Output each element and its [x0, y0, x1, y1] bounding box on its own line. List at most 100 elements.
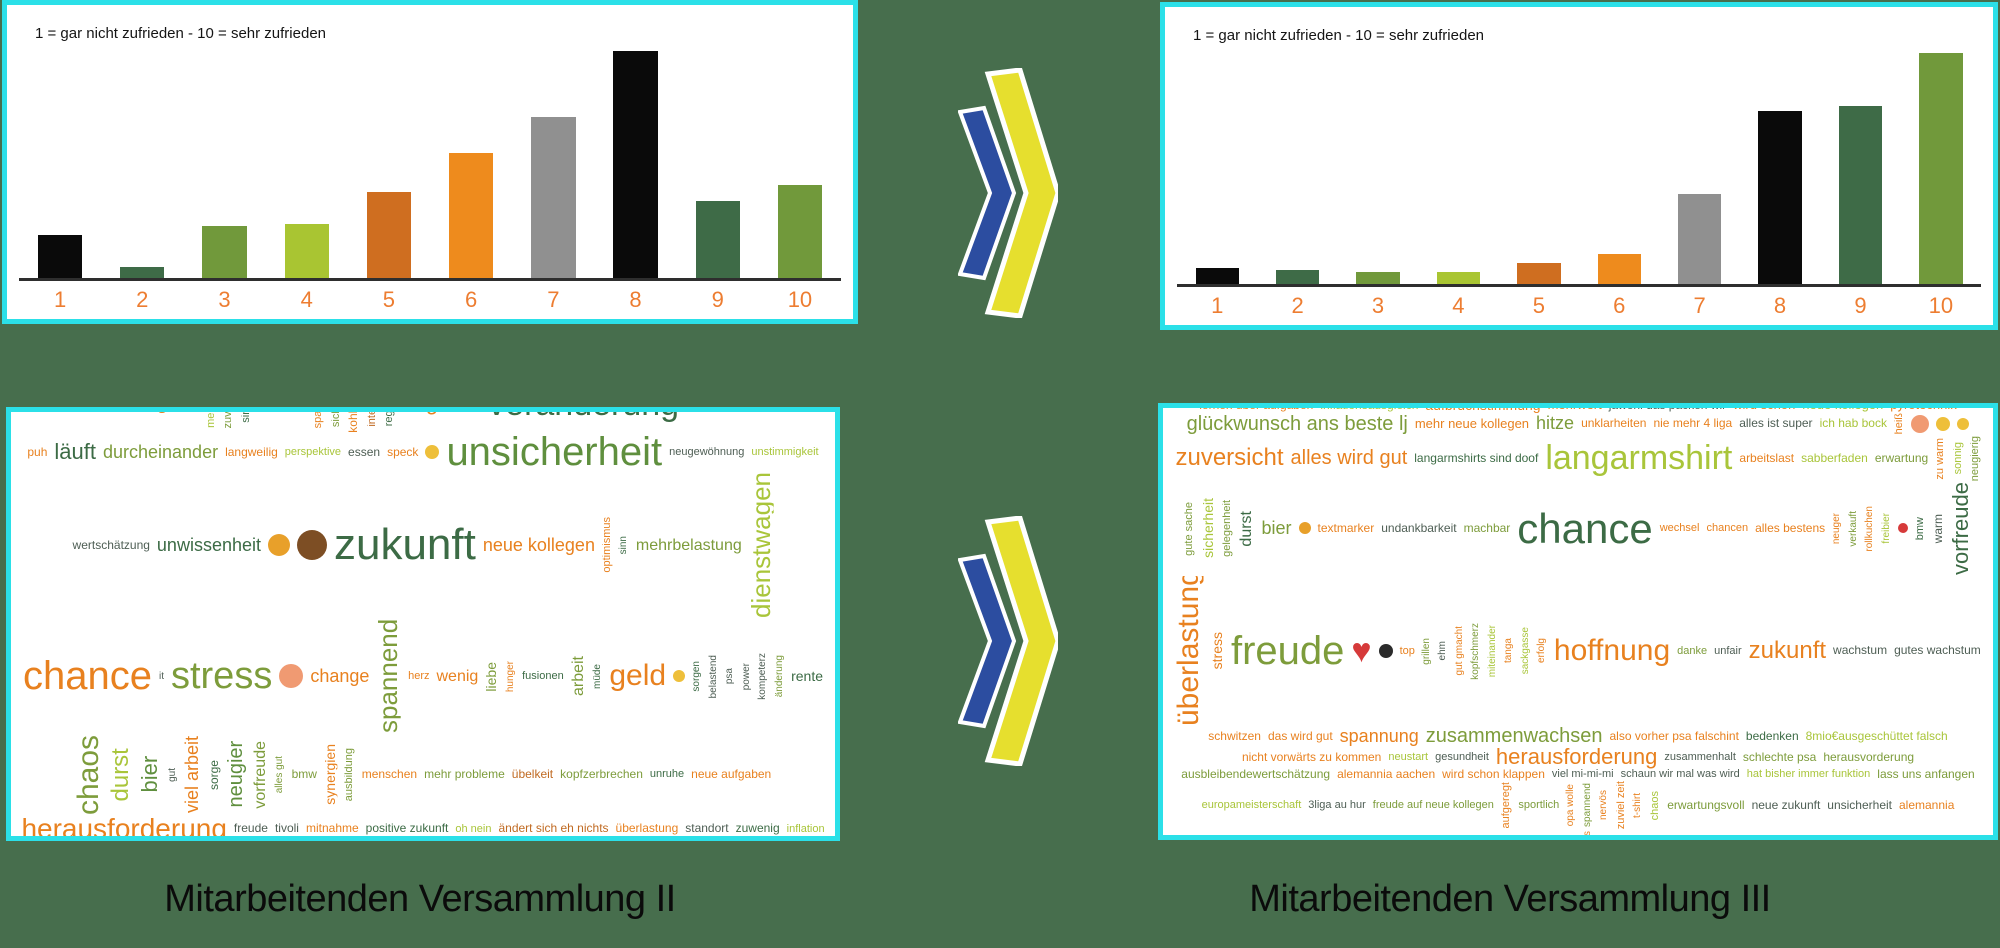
cloud-word: erwartungsvoll — [1667, 797, 1745, 812]
cloud-word: textmarker — [1317, 520, 1375, 535]
cloud-word: zusammenwachsen — [1425, 724, 1603, 747]
cloud-word: wird schon — [1733, 408, 1795, 412]
cloud-word: dienstwagen — [748, 472, 774, 619]
bar-slot — [759, 51, 841, 278]
thumbs-up-emoji — [1298, 522, 1311, 535]
x-tick-label: 5 — [382, 287, 396, 312]
cloud-word: zuversicht — [223, 412, 233, 429]
cloud-word: herausforderung — [1495, 743, 1658, 769]
chevron-arrow-bottom — [958, 516, 1058, 766]
chevron-yellow — [984, 516, 1058, 766]
cloud-word: sinn — [619, 536, 629, 555]
cloud-word: kompeterz — [758, 653, 768, 700]
cloud-word: neue kollegen — [482, 534, 595, 555]
cloud-word: warm — [1932, 513, 1944, 544]
cloud-word: unwissenheit — [156, 534, 261, 555]
cloud-word: kaum neues — [1583, 831, 1593, 836]
cloud-word: spannend — [376, 619, 402, 734]
x-tick-label: 7 — [1693, 293, 1706, 318]
cloud-word: it — [158, 670, 164, 682]
cloud-word: miteinander — [1487, 624, 1498, 678]
cloud-word: ändert sich eh nichts — [498, 821, 609, 836]
cloud-word: psa — [725, 668, 735, 685]
cloud-word: neugierig — [1970, 435, 1981, 481]
bar-area — [19, 51, 841, 281]
cloud-word: übelkeit — [511, 766, 554, 781]
cloud-word: neugewöhnung — [669, 446, 745, 459]
chart-panel-versammlung-3: 1 = gar nicht zufrieden - 10 = sehr zufr… — [1160, 2, 1998, 330]
bar-area — [1177, 53, 1981, 287]
cloud-word: pyrotechnik — [1890, 408, 1956, 412]
cloud-word: menschen — [361, 766, 418, 781]
cloud-word: sicherheit — [331, 412, 341, 427]
cloud-word: rente — [791, 667, 824, 684]
cloud-word: mehr geld — [206, 412, 216, 428]
cloud-word: änderung — [774, 655, 785, 698]
x-tick-label: 5 — [1532, 293, 1545, 318]
cloud-word: konkurrenzfähigkeit — [25, 412, 198, 413]
cloud-word: hitze — [1536, 413, 1575, 434]
bar-8 — [613, 51, 658, 278]
cloud-word: unruhe — [649, 768, 685, 781]
cloud-word: aufgeregt — [1500, 782, 1512, 829]
cloud-word: regionetz — [384, 412, 394, 427]
bar-slot — [1418, 53, 1498, 284]
cloud-word: glückwunsch ans beste lj — [1186, 412, 1408, 435]
bar-7 — [1677, 193, 1722, 284]
cloud-word: interesse — [367, 412, 377, 426]
bar-slot — [348, 51, 430, 278]
cloud-word: freibier — [1881, 513, 1892, 544]
cloud-word: ausbildung — [344, 747, 355, 802]
bar-4 — [1436, 272, 1481, 284]
beer-mug-emoji — [267, 534, 290, 557]
cloud-word: 8mio€ausgeschüttet falsch — [1805, 728, 1948, 743]
cloud-word: unfair — [1714, 644, 1742, 657]
cloud-word: nervös — [1599, 790, 1609, 821]
cloud-word: gut gmacht — [1454, 626, 1465, 676]
cloud-word: sonnig — [1952, 442, 1964, 475]
cloud-word: das wird gut — [1267, 728, 1333, 743]
x-tick-label: 3 — [218, 287, 231, 312]
cloud-word: bmw — [291, 766, 317, 781]
cloud-word: erwartung — [1874, 450, 1929, 465]
word-cloud: regionales spartendenkendas wird wohl kl… — [1163, 408, 1993, 835]
bar-slot — [594, 51, 676, 278]
bar-slot — [512, 51, 594, 278]
cloud-word: sorge — [208, 759, 220, 790]
cloud-word: zuwenig — [735, 821, 780, 836]
cloud-word: schwitzen — [1208, 728, 1261, 743]
x-tick-label: 2 — [1291, 293, 1304, 318]
x-tick-label: 6 — [464, 287, 478, 312]
cloud-word: alemannia — [1899, 797, 1955, 812]
soccer-ball-emoji — [1378, 643, 1393, 658]
cloud-word: top — [1399, 644, 1415, 657]
cloud-word: zuviel zeit — [1615, 781, 1627, 830]
bar-7 — [531, 116, 576, 278]
bar-slot — [1177, 53, 1257, 284]
chevron-blue — [958, 105, 1017, 281]
cloud-word: arbeit — [570, 656, 586, 697]
bar-slot — [1659, 53, 1739, 284]
cloud-word: langweilig — [225, 444, 278, 459]
cloud-word: gute sache — [1184, 501, 1195, 556]
peach-emoji — [1911, 415, 1930, 433]
cloud-word: kopfschmerz — [1471, 622, 1481, 680]
cloud-word: erfolg — [1537, 638, 1547, 664]
cloud-word: inflationsausgleich — [1320, 408, 1418, 411]
cloud-word: alles ist super — [1739, 416, 1813, 431]
cloud-word: essen — [348, 444, 381, 459]
cloud-word: herausvorderung — [1823, 749, 1915, 764]
cloud-word: langarmshirt — [1545, 439, 1733, 478]
astonished-face-emoji — [1957, 418, 1970, 430]
cloud-word: tanga — [1504, 638, 1514, 664]
bar-1 — [1195, 267, 1239, 284]
cloud-word: vorfreude — [252, 740, 269, 809]
bar-slot — [1740, 53, 1820, 284]
x-tick-label: 8 — [1773, 293, 1787, 318]
heart-eyes-emoji — [673, 670, 686, 683]
bar-5 — [366, 191, 412, 278]
bar-slot — [19, 51, 101, 278]
bar-8 — [1758, 110, 1802, 284]
cloud-word: schlechte psa — [1742, 749, 1817, 764]
bar-slot — [1901, 53, 1981, 284]
